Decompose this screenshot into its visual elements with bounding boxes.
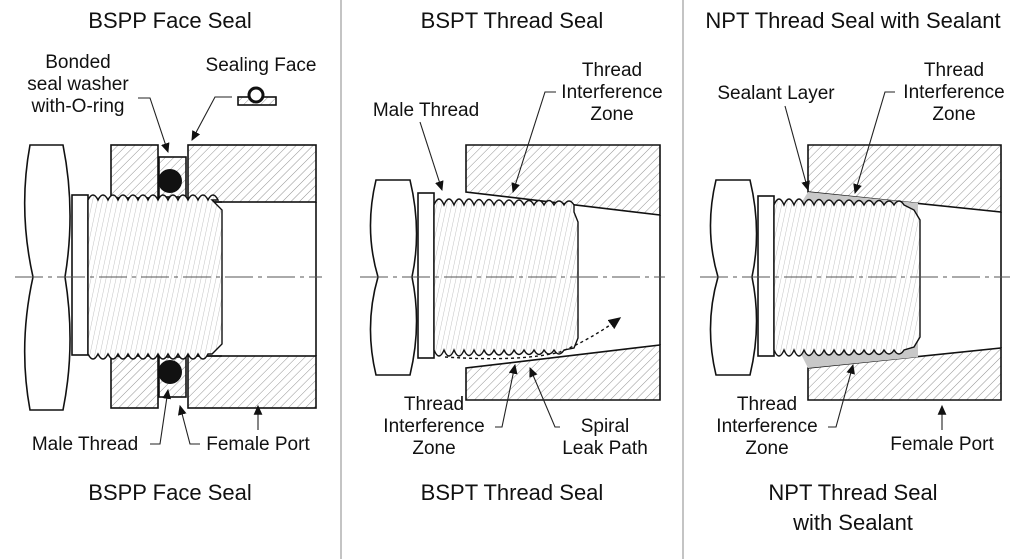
label-male-thread: Male Thread — [373, 100, 479, 121]
panel-caption: BSPT Thread Seal — [421, 480, 604, 505]
label-male-thread: Male Thread — [32, 434, 138, 455]
female-body — [110, 144, 159, 199]
panel-caption: BSPP Face Seal — [88, 480, 251, 505]
label-sealant-layer: Sealant Layer — [717, 83, 835, 104]
female-body — [465, 344, 661, 401]
o-ring — [158, 169, 182, 193]
label-female-port: Female Port — [890, 434, 994, 455]
label-female-port: Female Port — [206, 434, 310, 455]
female-port-body — [187, 144, 317, 203]
hex-head — [709, 179, 758, 376]
hex-head — [369, 179, 418, 376]
panel-npt: NPT Thread Seal with Sealant Sealant Lay… — [700, 8, 1010, 535]
female-port-body — [187, 355, 317, 409]
panel-title: BSPP Face Seal — [88, 8, 251, 33]
label-sealing-face: Sealing Face — [206, 55, 317, 76]
spiral-leak-path-arrow — [444, 317, 622, 360]
female-body — [110, 355, 159, 409]
hex-head — [23, 144, 71, 411]
male-thread — [433, 198, 579, 357]
male-thread — [773, 198, 921, 357]
panel-title: BSPT Thread Seal — [421, 8, 604, 33]
o-ring — [158, 360, 182, 384]
panel-title: NPT Thread Seal with Sealant — [705, 8, 1000, 33]
o-ring-icon — [247, 86, 265, 104]
